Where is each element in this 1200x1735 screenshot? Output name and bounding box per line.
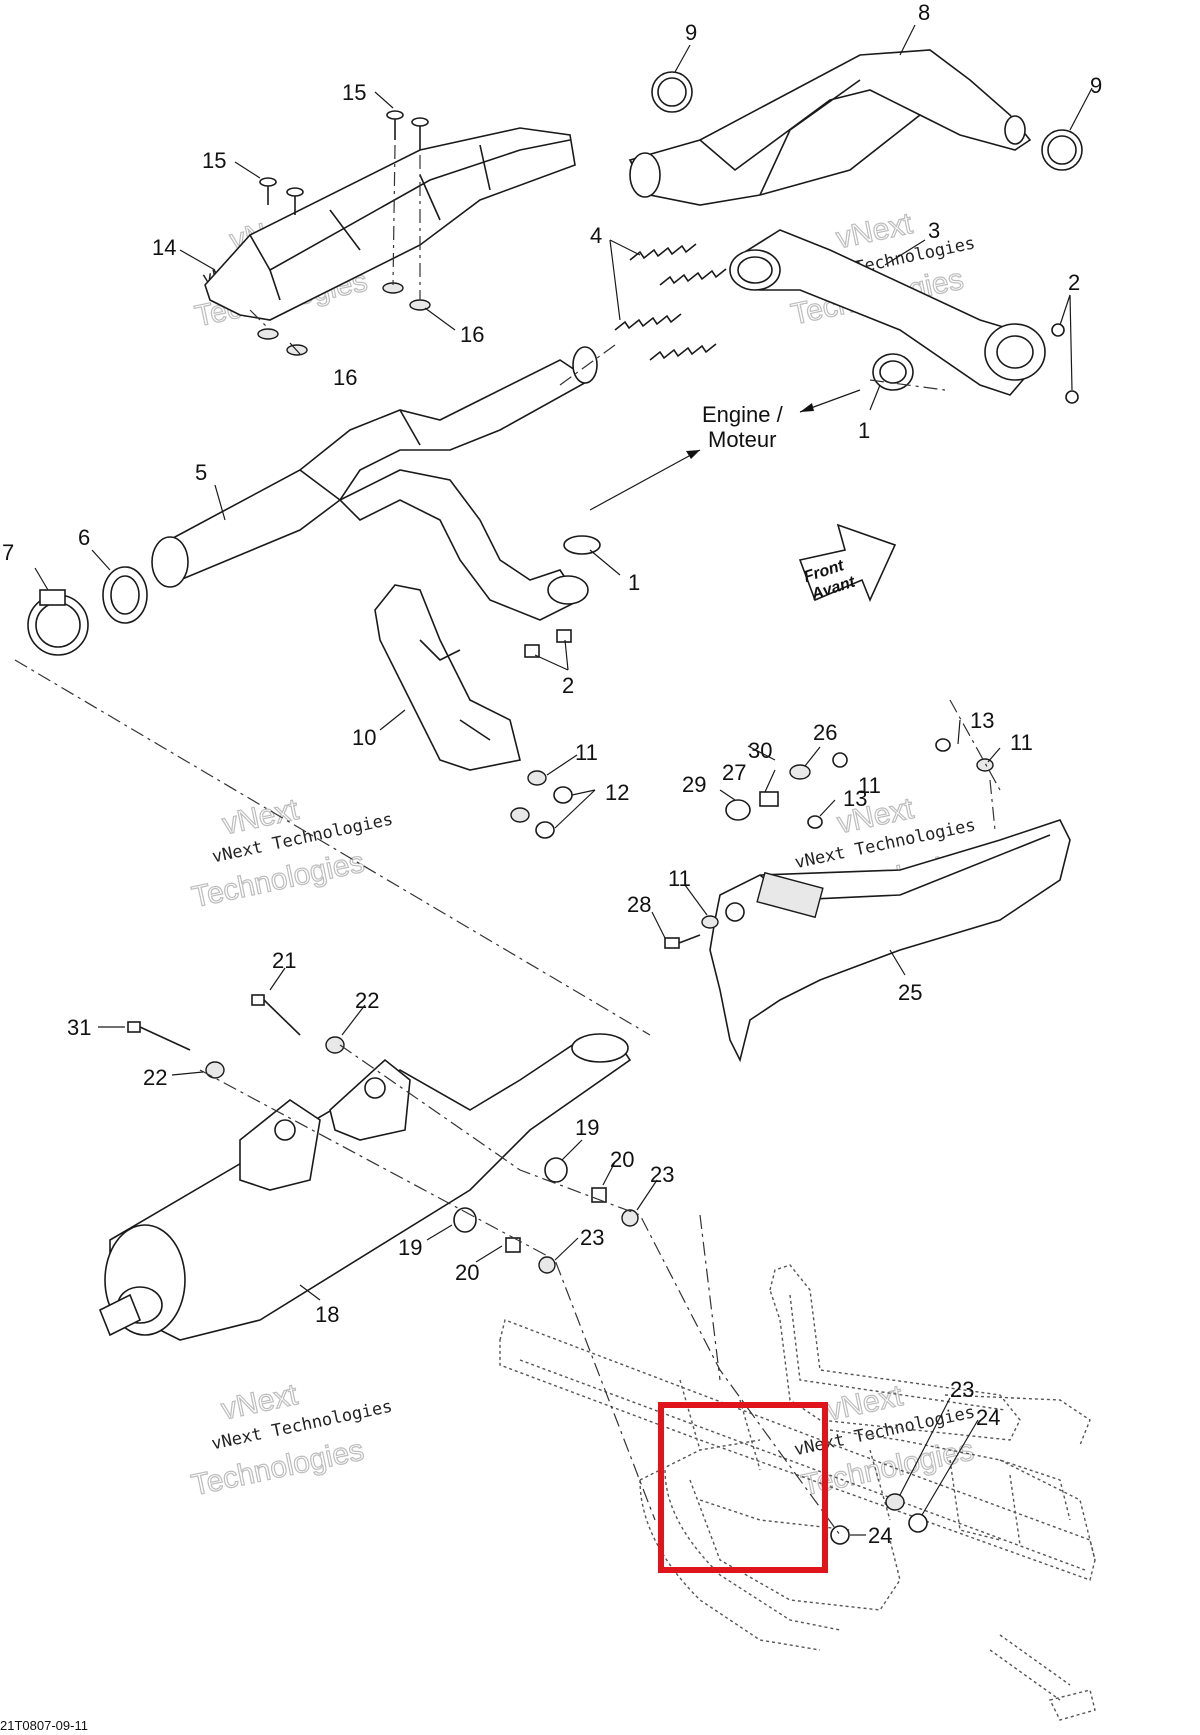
gasket-1-top [872,353,914,391]
callout-20: 20 [455,1260,479,1285]
callouts: 11 9 8 9 15 15 14 4 3 2 16 16 1 5 6 7 1 … [2,0,1102,1548]
reference-code: 21T0807-09-11 [0,1718,88,1733]
callout-21: 21 [272,948,296,973]
callout-10: 10 [352,725,376,750]
callout-16: 16 [460,322,484,347]
assembly-lines [14,144,1001,1536]
washers-11-nuts-12 [510,770,573,839]
callout-7: 7 [2,540,14,565]
callout-22: 22 [355,988,379,1013]
callout-28: 28 [627,892,651,917]
clamp-7 [27,589,89,656]
callout-23: 23 [650,1162,674,1187]
callout-11: 11 [858,773,881,798]
callout-11: 11 [668,866,691,891]
callout-27: 27 [722,760,746,785]
callout-12: 12 [605,780,629,805]
leader-lines [34,24,1093,1536]
callout-1: 1 [858,418,870,443]
pipe-8 [628,49,1032,206]
callout-14: 14 [152,235,176,260]
callout-5: 5 [195,460,207,485]
washers-16 [257,282,431,356]
heat-shield-top [204,127,576,321]
callout-9: 9 [685,20,697,45]
callout-13: 13 [843,786,867,811]
callout-29: 29 [682,772,706,797]
engine-label: Engine / Moteur [589,389,861,511]
watermark-bottom-left: vNext vNext Technologies Technologies [188,1377,394,1502]
callout-31: 31 [67,1015,91,1040]
nuts-2-top [1051,323,1079,404]
callout-2: 2 [562,673,574,698]
frame-hardware [830,1493,928,1545]
callout-13: 13 [970,708,994,733]
sleeve-6 [102,566,148,624]
hardware-right [664,738,994,949]
clamps-9 [651,71,1083,171]
callout-24: 24 [868,1523,892,1548]
bolts-21-31-washers-22 [127,994,345,1079]
callout-23: 23 [580,1225,604,1250]
callout-23: 23 [950,1377,974,1402]
callout-11: 11 [1010,730,1033,755]
gasket-1-mid [563,535,601,555]
springs-4 [614,243,727,361]
callout-2: 2 [1068,270,1080,295]
callout-22: 22 [143,1065,167,1090]
callout-24: 24 [976,1405,1000,1430]
callout-8: 8 [918,0,930,25]
front-direction-arrow: Front Avant [798,523,897,604]
callout-25: 25 [898,980,922,1005]
callout-19: 19 [398,1235,422,1260]
front-pipe-3 [729,229,1046,396]
callout-19: 19 [575,1115,599,1140]
callout-6: 6 [78,525,90,550]
highlight-box [658,1402,828,1573]
callout-15: 15 [202,148,226,173]
muffler-18 [98,1033,632,1341]
callout-4: 4 [590,223,602,248]
callout-9: 9 [1090,73,1102,98]
callout-30: 30 [748,738,772,763]
heat-shield-25 [709,819,1071,1063]
callout-11: 11 [575,740,598,765]
nuts-2-mid [524,629,572,658]
heat-shield-10 [374,584,521,771]
vehicle-frame [499,1264,1096,1721]
header-pipe-5 [151,346,598,621]
engine-label-line2: Moteur [708,427,776,452]
watermark-group: vNext vNext Technologies Technologies vN… [188,206,978,1502]
callout-16: 16 [333,365,357,390]
callout-3: 3 [928,218,940,243]
callout-26: 26 [813,720,837,745]
callout-1: 1 [628,570,640,595]
callout-20: 20 [610,1147,634,1172]
engine-label-line1: Engine / [702,402,784,427]
callout-18: 18 [315,1302,339,1327]
callout-15: 15 [342,80,366,105]
watermark-mid-left: vNext vNext Technologies Technologies [188,792,394,914]
bolts-15 [259,110,429,215]
